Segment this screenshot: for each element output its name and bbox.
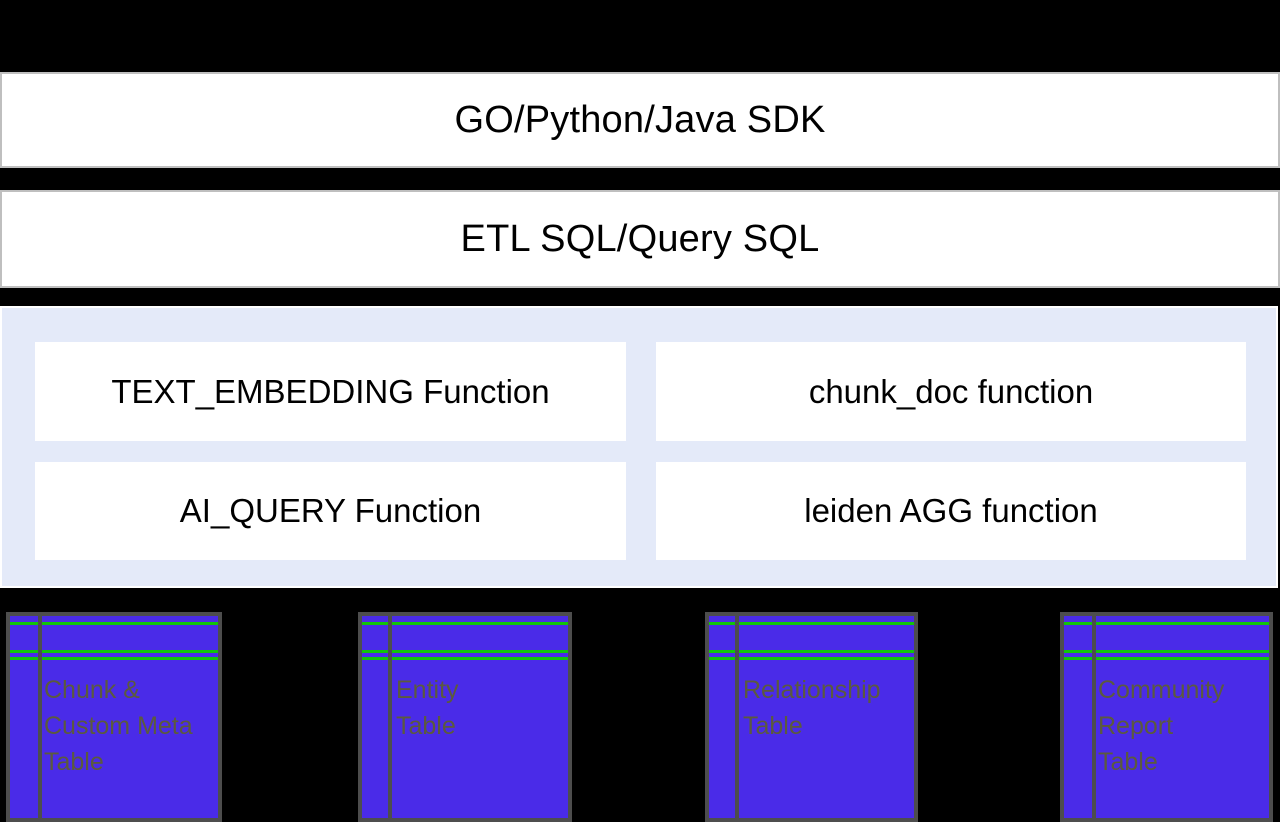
function-box-chunk-doc[interactable]: chunk_doc function bbox=[656, 342, 1246, 441]
table-column-divider bbox=[388, 616, 392, 818]
storage-table-entity-label: Entity Table bbox=[396, 676, 459, 740]
table-rule-third bbox=[10, 657, 218, 660]
table-rule-third bbox=[362, 657, 568, 660]
storage-table-relationship[interactable]: Relationship Table bbox=[705, 612, 918, 822]
function-box-text-embedding[interactable]: TEXT_EMBEDDING Function bbox=[35, 342, 626, 441]
table-rule-second bbox=[1064, 650, 1269, 653]
function-box-leiden-agg[interactable]: leiden AGG function bbox=[656, 462, 1246, 560]
table-rule-top bbox=[362, 622, 568, 625]
table-grid-lines bbox=[362, 616, 568, 818]
table-column-divider bbox=[1092, 616, 1096, 818]
storage-table-entity[interactable]: Entity Table bbox=[358, 612, 572, 822]
function-box-chunk-doc-label: chunk_doc function bbox=[808, 372, 1094, 410]
function-box-text-embedding-label: TEXT_EMBEDDING Function bbox=[111, 372, 550, 410]
function-box-leiden-agg-label: leiden AGG function bbox=[804, 492, 1098, 529]
storage-table-community-report-label: Community Report Table bbox=[1098, 676, 1225, 776]
table-column-divider bbox=[38, 616, 42, 818]
table-rule-third bbox=[709, 657, 914, 660]
storage-table-relationship-label: Relationship Table bbox=[743, 676, 881, 740]
table-rule-third bbox=[1064, 657, 1269, 660]
table-grid-lines bbox=[10, 616, 218, 818]
table-rule-second bbox=[362, 650, 568, 653]
table-rule-second bbox=[709, 650, 914, 653]
layer-band-sql-label: ETL SQL/Query SQL bbox=[460, 217, 820, 260]
table-rule-top bbox=[10, 622, 218, 625]
function-box-ai-query-label: AI_QUERY Function bbox=[179, 492, 482, 529]
table-grid-lines bbox=[709, 616, 914, 818]
storage-table-chunk-custom-meta[interactable]: Chunk & Custom Meta Table bbox=[6, 612, 222, 822]
storage-table-chunk-custom-meta-label: Chunk & Custom Meta Table bbox=[44, 676, 193, 776]
table-rule-top bbox=[1064, 622, 1269, 625]
table-rule-top bbox=[709, 622, 914, 625]
table-column-divider bbox=[735, 616, 739, 818]
layer-band-sql[interactable]: ETL SQL/Query SQL bbox=[0, 190, 1280, 288]
function-box-ai-query[interactable]: AI_QUERY Function bbox=[35, 462, 626, 560]
layer-band-sdk[interactable]: GO/Python/Java SDK bbox=[0, 72, 1280, 168]
function-panel: TEXT_EMBEDDING Function chunk_doc functi… bbox=[0, 306, 1278, 588]
table-rule-second bbox=[10, 650, 218, 653]
table-grid-lines bbox=[1064, 616, 1269, 818]
storage-table-community-report[interactable]: Community Report Table bbox=[1060, 612, 1273, 822]
layer-band-sdk-label: GO/Python/Java SDK bbox=[454, 98, 826, 141]
